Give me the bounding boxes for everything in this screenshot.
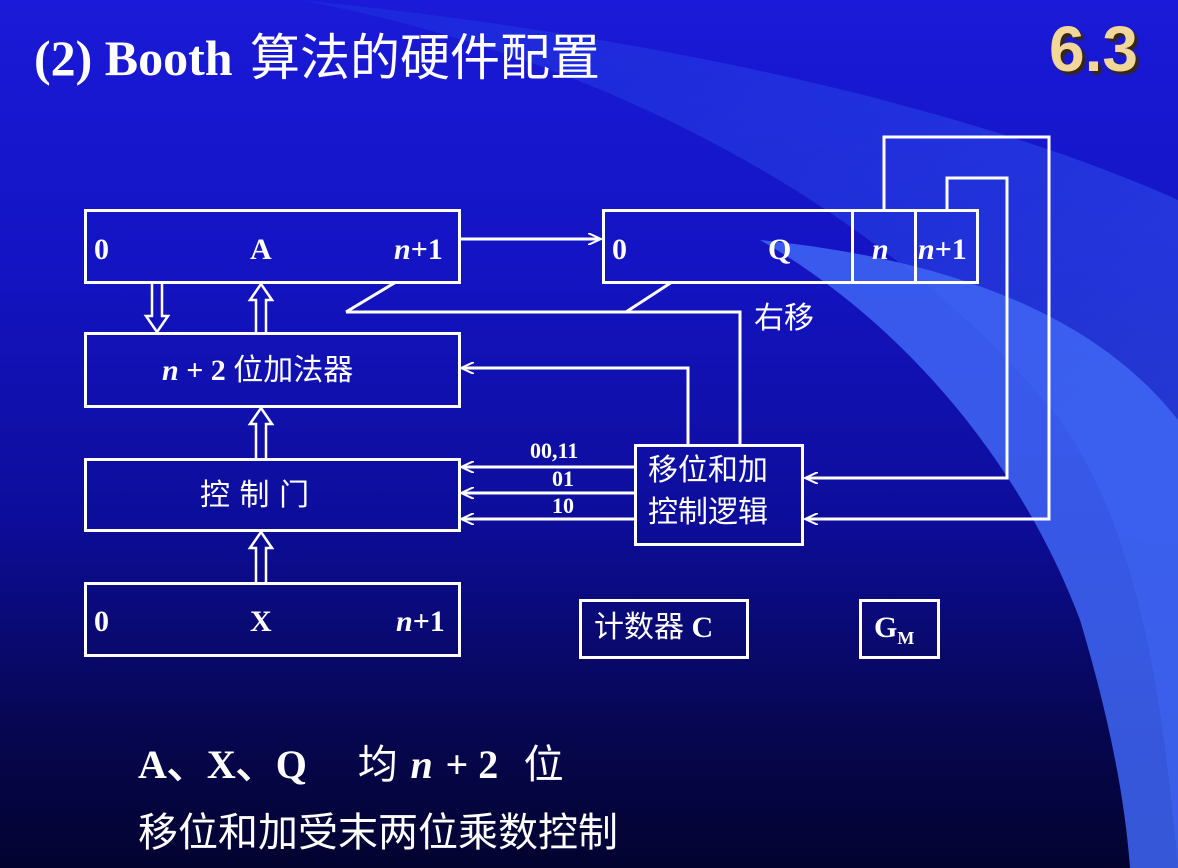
counter-c [579,599,749,659]
shift-line-q [625,280,673,314]
shift-add-control-logic [634,444,804,546]
register-a [84,209,461,284]
logic-to-adder-arrow [462,368,690,444]
register-q [602,209,979,284]
shift-line-a [345,280,397,314]
control-gate [84,458,461,532]
page-title: (2) Booth 算法的硬件配置 [34,29,601,87]
register-x [84,582,461,657]
section-number: 6.3 [1049,13,1138,85]
register-q-name: Q [768,233,792,266]
qn-feedback-line [806,135,1051,519]
adder [84,332,461,408]
register-a-bit0: 0 [94,233,109,266]
register-q-n1-label: n+1 [918,233,967,266]
shift-right-label: 右移 [754,301,814,336]
background-swoosh [300,0,1178,868]
logic-label-line1: 移位和加 [648,453,768,488]
register-q-n-cell [851,209,917,284]
signal-label-01: 01 [552,466,574,491]
signal-label-10: 10 [552,493,574,518]
adder-label: n + 2 位加法器 [162,353,354,388]
qn1-feedback-line [806,176,1009,478]
adder-to-a-double-arrow [247,281,275,332]
register-x-msb: n+1 [396,605,445,638]
gate-to-adder-double-arrow [247,405,275,458]
logic-label-line2: 控制逻辑 [648,495,768,530]
x-to-gate-double-arrow [247,529,275,582]
register-x-bit0: 0 [94,605,109,638]
control-gate-label: 控 制 门 [200,478,310,513]
register-a-name: A [250,233,272,266]
register-x-name: X [250,605,272,638]
signal-label-0011: 00,11 [530,438,579,463]
note-line-1: A、X、Q 均 n + 2 位 [138,742,564,788]
gm-label: GM [874,611,915,648]
gm-flipflop [859,599,940,659]
register-a-msb: n+1 [394,233,443,266]
shift-control-line [346,310,742,444]
background-swoosh-front [760,240,1178,868]
note-line-2: 移位和加受末两位乘数控制 [138,810,618,856]
register-q-bit0: 0 [612,233,627,266]
register-q-n-label: n [872,233,889,266]
counter-c-label: 计数器 C [594,610,714,645]
a-to-adder-double-arrow [143,284,171,335]
